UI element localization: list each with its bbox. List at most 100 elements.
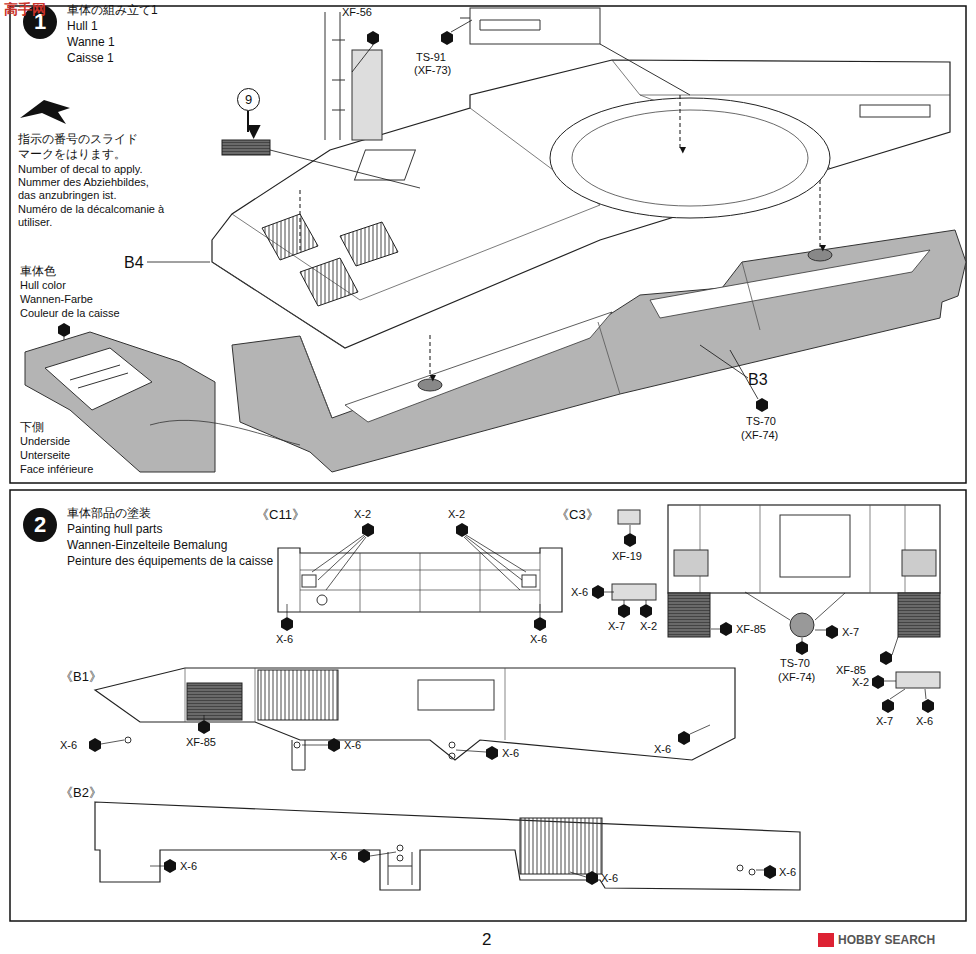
leader-line [456, 750, 486, 752]
decal-arrow [247, 111, 249, 132]
part-c3 [780, 515, 850, 577]
chassis-part [232, 230, 966, 472]
part-c3 [700, 505, 905, 593]
page-number: 2 [482, 930, 491, 950]
paint-code: X-2 [354, 508, 371, 521]
paint-code: X-7 [608, 620, 625, 633]
assembly-line [300, 190, 301, 250]
paint-symbol [678, 731, 690, 745]
deck-detail [860, 105, 930, 117]
paint-code: X-6 [344, 739, 361, 752]
deck-part [212, 60, 950, 348]
round-part [790, 613, 814, 637]
paint-symbol [441, 31, 453, 45]
paint-symbol [872, 675, 884, 689]
part-c3 [668, 505, 940, 593]
leader-line [756, 870, 764, 871]
leader-line [204, 715, 205, 720]
paint-symbol [586, 871, 598, 885]
assembly-line [430, 335, 431, 378]
step-number: 2車体部品の塗装Painting hull partsWannen-Einzel… [23, 508, 57, 542]
note-text: Underside [20, 435, 70, 448]
paint-code: XF-85 [836, 664, 866, 677]
part-c3 [902, 550, 936, 576]
small-part [618, 510, 640, 524]
paint-code: X-2 [640, 620, 657, 633]
paint-symbol [880, 651, 892, 665]
note-text: 下側 [20, 420, 44, 435]
paint-code: (XF-74) [741, 429, 778, 442]
paint-code: X-6 [916, 715, 933, 728]
step-heading-line: Caisse 1 [67, 50, 158, 66]
paint-symbol [796, 641, 808, 655]
leader-line [302, 745, 328, 746]
part-b1 [292, 740, 305, 770]
leader-line [745, 592, 845, 620]
leader-line [451, 20, 472, 32]
paint-code: X-7 [876, 715, 893, 728]
part-b2 [749, 869, 755, 875]
grille [300, 258, 358, 306]
watermark-logo [818, 933, 834, 947]
part-b1 [449, 742, 455, 748]
step-number-text: 2 [23, 508, 57, 542]
part-name: 《B2》 [60, 785, 102, 801]
part-name: B4 [124, 253, 144, 272]
paint-symbol [58, 323, 70, 337]
note-text: Number of decal to apply. [18, 162, 143, 176]
leader-line [802, 638, 803, 641]
leader-line [147, 262, 210, 263]
paint-symbol [640, 604, 652, 618]
part-b2 [397, 845, 403, 851]
part-b2 [95, 802, 800, 890]
step-heading-line: Peinture des équipements de la caisse [67, 553, 273, 569]
step-heading: 車体の組み立て1Hull 1Wanne 1Caisse 1 [67, 2, 158, 66]
paint-code: XF-19 [612, 550, 642, 563]
part-b1 [95, 668, 735, 760]
note-text: Face inférieure [20, 463, 93, 476]
paint-symbol [358, 849, 370, 863]
part-c11 [278, 548, 562, 612]
leader-line [352, 45, 373, 72]
paint-symbol [826, 625, 838, 639]
paint-symbol [89, 738, 101, 752]
paint-code: (XF-74) [778, 671, 815, 684]
paint-symbol [922, 699, 934, 713]
leader-line [312, 535, 366, 590]
decal-number: 9 [237, 88, 260, 111]
underside-inset [70, 365, 128, 388]
leader-line [101, 740, 124, 744]
grille [258, 670, 338, 720]
mount-hole [418, 379, 442, 391]
leader-line [150, 866, 164, 867]
decal-mark [222, 140, 270, 155]
dark-panel [187, 683, 242, 720]
part-name: B3 [748, 370, 768, 389]
note-text: 指示の番号のスライドマークをはります。 [18, 132, 144, 162]
note-text: Nummer des Abziehbildes, das anzubringen… [18, 176, 153, 202]
part-b1 [294, 742, 300, 748]
paint-symbol [756, 398, 768, 412]
underside-inset [45, 348, 152, 410]
part-b2 [397, 855, 403, 861]
paint-symbol [592, 585, 604, 599]
leader-line [370, 852, 396, 856]
leader-line [624, 600, 646, 604]
leader-line [884, 681, 896, 682]
paint-code: X-6 [60, 739, 77, 752]
part-b1 [418, 680, 494, 710]
part-name: 《C3》 [556, 507, 599, 523]
leader-line [630, 525, 631, 533]
step-heading-line: 車体の組み立て1 [67, 2, 158, 18]
step-heading-line: 車体部品の塗装 [67, 505, 273, 521]
turret-ring [550, 98, 830, 218]
step-frame [10, 490, 966, 921]
paint-symbol [198, 720, 210, 734]
paint-symbol [764, 865, 776, 879]
paint-code: X-6 [276, 633, 293, 646]
paint-code: X-6 [571, 586, 588, 599]
step-heading-line: Wanne 1 [67, 34, 158, 50]
dark-panel [668, 593, 710, 637]
